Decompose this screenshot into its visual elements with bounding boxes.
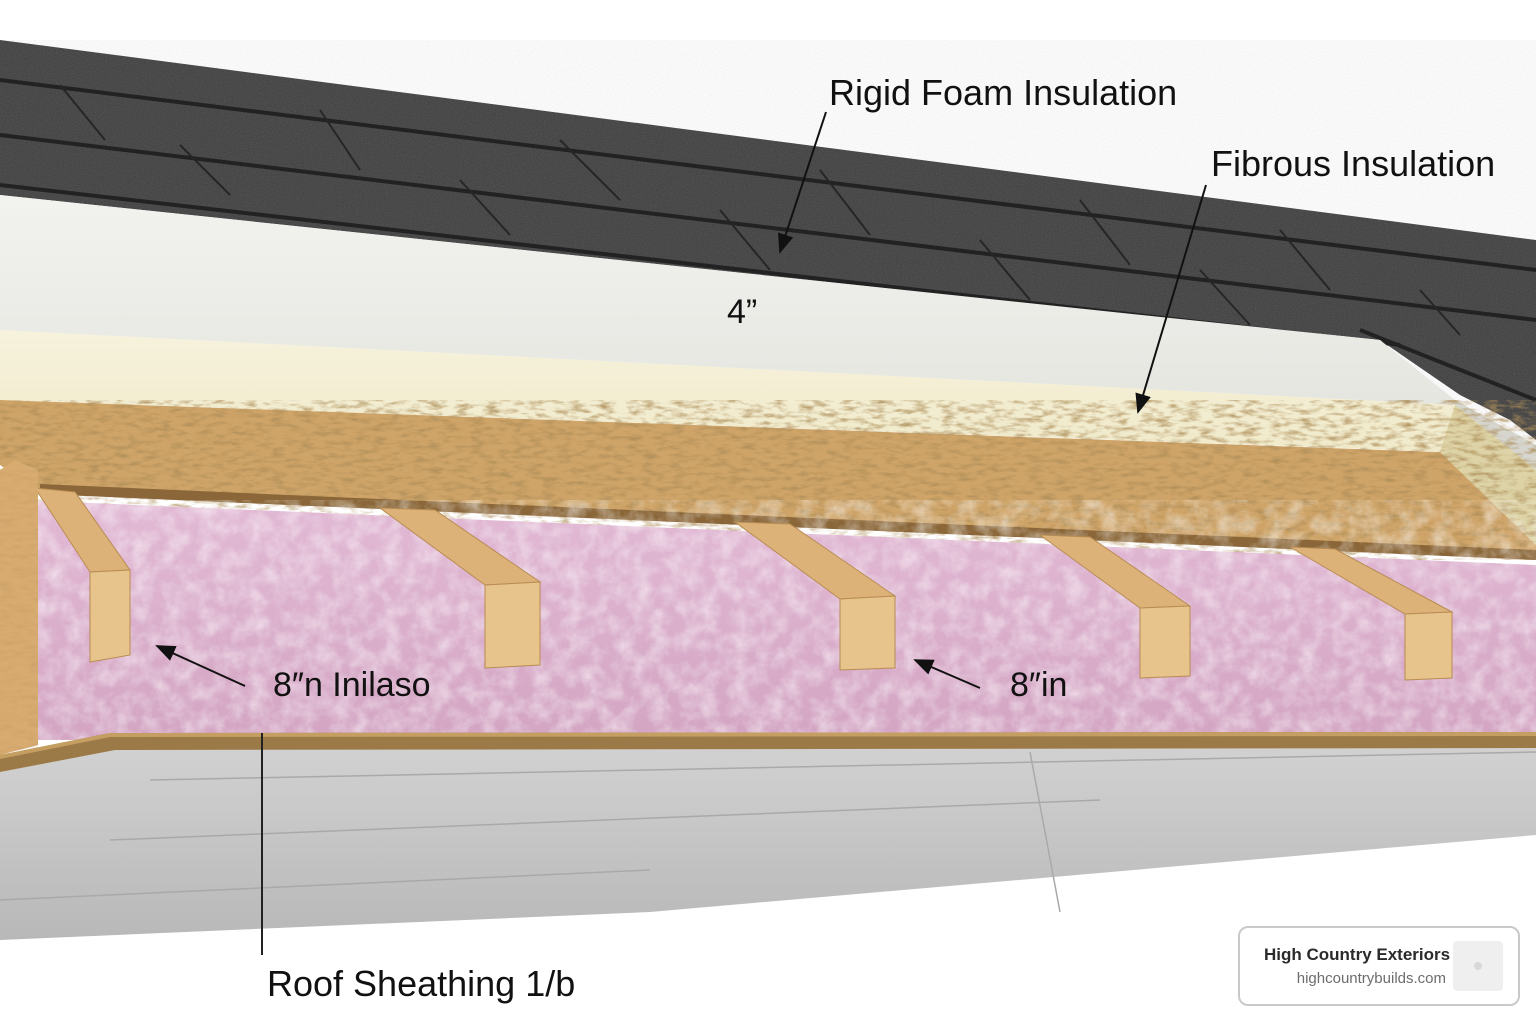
batt-thickness-label-right: 8″in xyxy=(1010,666,1068,704)
roof-shingles xyxy=(0,40,1536,440)
brand-badge: High Country Exteriors highcountrybuilds… xyxy=(1238,926,1520,1006)
roof-sheathing-label: Roof Sheathing 1/b xyxy=(267,963,576,1004)
foam-thickness-label: 4” xyxy=(727,293,758,331)
bottom-sheathing-strip xyxy=(0,732,1536,772)
batt-insulation xyxy=(20,500,1536,740)
brand-name: High Country Exteriors xyxy=(1264,945,1451,964)
fibrous-layer xyxy=(0,330,1536,545)
ceiling-drywall xyxy=(0,740,1536,940)
rafter-3 xyxy=(733,521,897,671)
rafter-1 xyxy=(34,487,131,663)
rafter-5 xyxy=(1289,546,1454,681)
rafter-4 xyxy=(1038,534,1192,679)
batt-thickness-label-left: 8″n Inilaso xyxy=(273,666,431,704)
brand-url: highcountrybuilds.com xyxy=(1296,970,1446,987)
brand-logo-icon xyxy=(1453,941,1503,991)
rafter-2 xyxy=(378,507,542,669)
rigid-foam-layer xyxy=(0,195,1536,470)
leader-lines xyxy=(155,111,1207,955)
end-rafter xyxy=(0,460,38,755)
osb-sheathing xyxy=(0,400,1536,560)
fibrous-insulation-label: Fibrous Insulation xyxy=(1211,143,1496,184)
rafters xyxy=(34,487,1454,681)
rigid-foam-label: Rigid Foam Insulation xyxy=(829,72,1178,113)
